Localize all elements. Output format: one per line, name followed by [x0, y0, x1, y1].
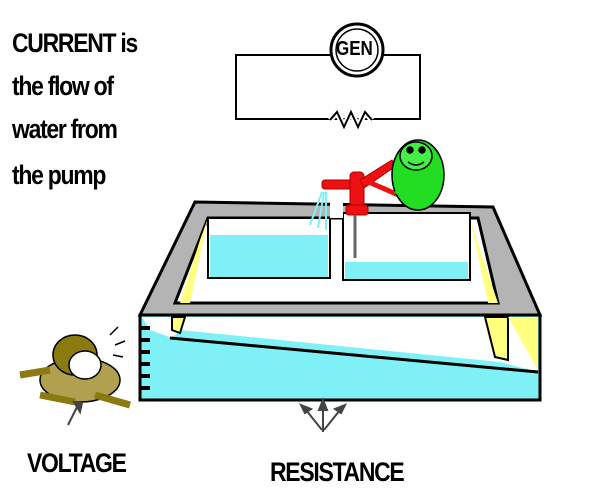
green-character-icon — [391, 139, 445, 211]
olive-character-icon — [19, 326, 131, 409]
caption-line-4: the pump — [12, 160, 106, 190]
generator-symbol — [329, 22, 385, 78]
circuit — [235, 22, 421, 135]
front-water — [138, 313, 542, 402]
caption-line-3: water from — [12, 114, 118, 144]
water-spray — [309, 191, 327, 230]
tank-frame — [137, 200, 543, 317]
caption-line-1: CURRENT is — [12, 28, 138, 58]
generator-label: GEN — [336, 38, 373, 60]
arrows — [67, 397, 348, 432]
caption-line-2: the flow of — [12, 71, 114, 101]
resistor-symbol — [329, 109, 373, 130]
voltage-label: VOLTAGE — [27, 448, 127, 478]
resistance-label: RESISTANCE — [270, 457, 405, 487]
